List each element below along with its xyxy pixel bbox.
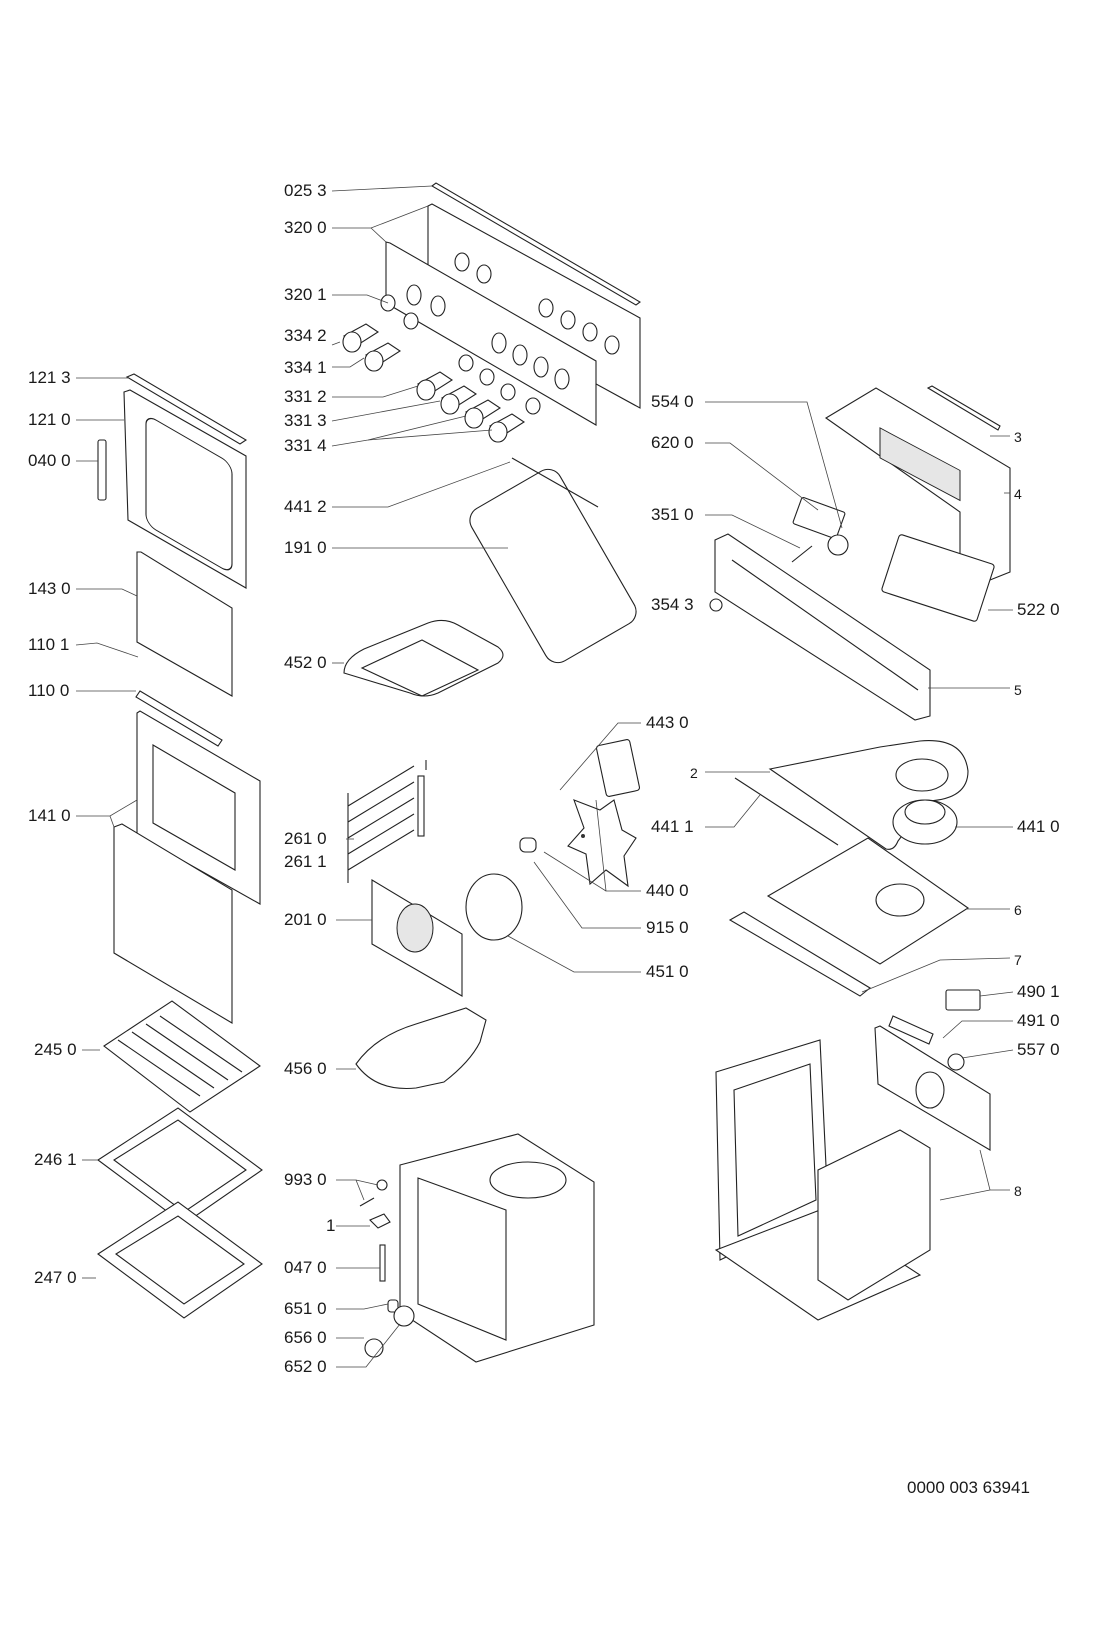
outer-casing xyxy=(714,1039,931,1321)
leader-lines xyxy=(75,185,511,1368)
fan-motor xyxy=(595,739,641,797)
callout-245-0: 245 0 xyxy=(34,1040,77,1059)
callout-652-0: 652 0 xyxy=(284,1357,327,1376)
callout-915-0: 915 0 xyxy=(646,918,689,937)
callout-452-0: 452 0 xyxy=(284,653,327,672)
callout-8: 8 xyxy=(1014,1183,1022,1199)
callout-3: 3 xyxy=(1014,429,1022,445)
callout-143-0: 143 0 xyxy=(28,579,71,598)
callout-6: 6 xyxy=(1014,902,1022,918)
callout-440-0: 440 0 xyxy=(646,881,689,900)
door-frame xyxy=(97,373,248,589)
callout-191-0: 191 0 xyxy=(284,538,327,557)
callout-651-0: 651 0 xyxy=(284,1299,327,1318)
callout-441-2: 441 2 xyxy=(284,497,327,516)
callout-441-1: 441 1 xyxy=(651,817,694,836)
callout-141-0: 141 0 xyxy=(28,806,71,825)
timer-module xyxy=(881,534,995,622)
callout-656-0: 656 0 xyxy=(284,1328,327,1347)
inner-glass xyxy=(136,551,233,697)
callout-025-3: 025 3 xyxy=(284,181,327,200)
callout-557-0: 557 0 xyxy=(1017,1040,1060,1059)
control-frame xyxy=(714,533,931,721)
callout-334-1: 334 1 xyxy=(284,358,327,377)
callout-351-0: 351 0 xyxy=(651,505,694,524)
callout-110-1: 110 1 xyxy=(28,635,70,654)
wire-shelf xyxy=(103,1000,261,1113)
callout-334-2: 334 2 xyxy=(284,326,327,345)
callout-490-1: 490 1 xyxy=(1017,982,1060,1001)
knobs xyxy=(342,294,541,443)
callout-261-1: 261 1 xyxy=(284,852,327,871)
callout-2: 2 xyxy=(690,765,698,781)
callout-110-0: 110 0 xyxy=(28,681,70,700)
callout-7: 7 xyxy=(1014,952,1022,968)
selector-switch xyxy=(792,496,846,540)
front-panel xyxy=(385,241,597,426)
callout-247-0: 247 0 xyxy=(34,1268,77,1287)
callout-047-0: 047 0 xyxy=(284,1258,327,1277)
outer-door-glass xyxy=(113,710,261,1024)
cooling-duct xyxy=(768,740,969,850)
callout-246-1: 246 1 xyxy=(34,1150,77,1169)
callout-121-3: 121 3 xyxy=(28,368,71,387)
callout-451-0: 451 0 xyxy=(646,962,689,981)
callout-320-0: 320 0 xyxy=(284,218,327,237)
callout-201-0: 201 0 xyxy=(284,910,327,929)
callout-261-0: 261 0 xyxy=(284,829,327,848)
callout-354-3: 354 3 xyxy=(651,595,694,614)
callout-331-2: 331 2 xyxy=(284,387,327,406)
baking-tray xyxy=(97,1107,263,1225)
callout-331-3: 331 3 xyxy=(284,411,327,430)
side-rack xyxy=(347,760,427,883)
callout-620-0: 620 0 xyxy=(651,433,694,452)
callout-4: 4 xyxy=(1014,486,1022,502)
fan-cover xyxy=(371,879,463,997)
oven-cavity xyxy=(399,1133,595,1363)
callout-331-4: 331 4 xyxy=(284,436,327,455)
callout-441-0: 441 0 xyxy=(1017,817,1060,836)
callout-320-1: 320 1 xyxy=(284,285,327,304)
callout-522-0: 522 0 xyxy=(1017,600,1060,619)
top-cover xyxy=(824,385,1011,593)
callout-1: 1 xyxy=(326,1216,336,1235)
tangential-fan xyxy=(892,799,958,845)
callout-121-0: 121 0 xyxy=(28,410,71,429)
top-plate xyxy=(766,837,969,965)
top-trim-strip xyxy=(431,182,641,306)
leader-lines-right xyxy=(507,401,1014,1201)
callout-491-0: 491 0 xyxy=(1017,1011,1060,1030)
rear-panel xyxy=(874,1025,991,1151)
callout-993-0: 993 0 xyxy=(284,1170,327,1189)
callout-040-0: 040 0 xyxy=(28,451,71,470)
callout-443-0: 443 0 xyxy=(646,713,689,732)
drip-pan xyxy=(97,1201,263,1319)
callout-456-0: 456 0 xyxy=(284,1059,327,1078)
document-number: 0000 003 63941 xyxy=(907,1478,1030,1497)
callout-5: 5 xyxy=(1014,682,1022,698)
callout-554-0: 554 0 xyxy=(651,392,694,411)
fan-blade xyxy=(567,799,637,888)
